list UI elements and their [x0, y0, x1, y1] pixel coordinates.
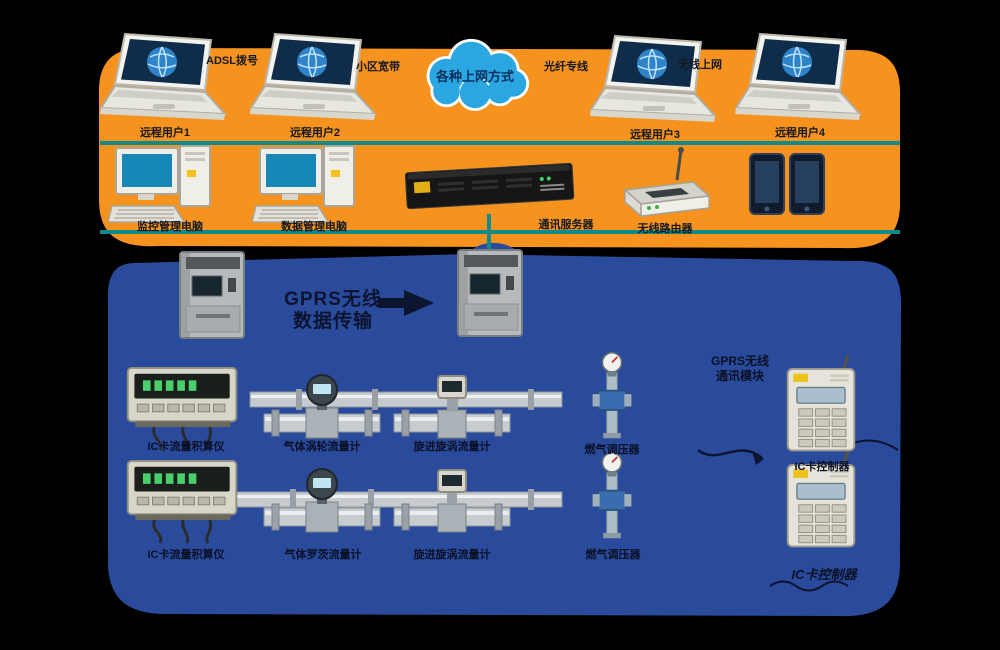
access-method-label: 小区宽带: [356, 61, 400, 73]
cloud-label: 各种上网方式: [435, 69, 515, 84]
transfer-arrow: [378, 290, 434, 316]
flow-computer-icon: [122, 362, 244, 454]
wireless-router-icon: [615, 146, 715, 228]
laptop-label: 远程用户1: [139, 127, 191, 139]
laptop-label: 远程用户3: [629, 129, 681, 141]
access-method-label: 光纤专线: [544, 61, 588, 73]
laptop-label: 远程用户2: [289, 127, 341, 139]
wireless-note-line2: 通讯模块: [715, 369, 765, 383]
device-label: 旋进旋涡流量计: [413, 549, 491, 561]
laptop-icon: [245, 30, 385, 130]
laptop-icon: [730, 30, 870, 130]
laptop-label: 远程用户4: [774, 127, 826, 139]
turbine-flow-meter-icon: [262, 462, 382, 540]
device-label: 燃气调压器: [584, 444, 640, 456]
controller-caption: IC卡控制器: [791, 567, 857, 582]
wave-underline: [769, 580, 849, 592]
device-label: IC卡流量积算仪: [147, 441, 225, 453]
vortex-flow-meter-icon: [392, 462, 512, 540]
ic-card-controller-icon: [778, 452, 864, 552]
access-method-label: ADSL拨号: [206, 55, 258, 67]
flow-computer-icon: [122, 455, 244, 547]
access-method-label: 无线上网: [678, 59, 722, 71]
ic-card-controller-icon: [778, 356, 864, 456]
wireless-wave-arrow: [697, 448, 763, 459]
desktop-computer-icon: [252, 140, 372, 232]
device-label: 气体涡轮流量计: [283, 441, 361, 453]
device-label: 气体罗茨流量计: [284, 549, 362, 561]
internet-cloud-icon: [413, 36, 537, 112]
vortex-flow-meter-icon: [392, 368, 512, 446]
mobile-phones-icon: [746, 152, 828, 218]
gas-regulator-icon: [578, 350, 646, 440]
desktop-computer-icon: [108, 140, 228, 232]
wireless-wave-arrowhead: [752, 451, 764, 465]
vending-kiosk-icon: [444, 248, 536, 340]
wireless-note-line1: GPRS无线: [710, 354, 770, 368]
gas-regulator-icon: [578, 450, 646, 540]
transfer-label-line1: GPRS无线: [284, 289, 382, 310]
controller-label: IC卡控制器: [794, 461, 850, 473]
transfer-label-line2: 数据传输: [292, 311, 374, 332]
router-label: 无线路由器: [637, 223, 693, 235]
turbine-flow-meter-icon: [262, 368, 382, 446]
server-label: 通讯服务器: [538, 219, 594, 231]
device-label: IC卡流量积算仪: [147, 549, 225, 561]
laptop-icon: [585, 32, 725, 132]
desktop-label: 监控管理电脑: [137, 221, 203, 233]
rack-server-icon: [402, 156, 577, 218]
device-label: 燃气调压器: [585, 549, 641, 561]
device-label: 旋进旋涡流量计: [413, 441, 491, 453]
vending-kiosk-icon: [166, 250, 258, 342]
laptop-icon: [95, 30, 235, 130]
desktop-label: 数据管理电脑: [281, 221, 347, 233]
